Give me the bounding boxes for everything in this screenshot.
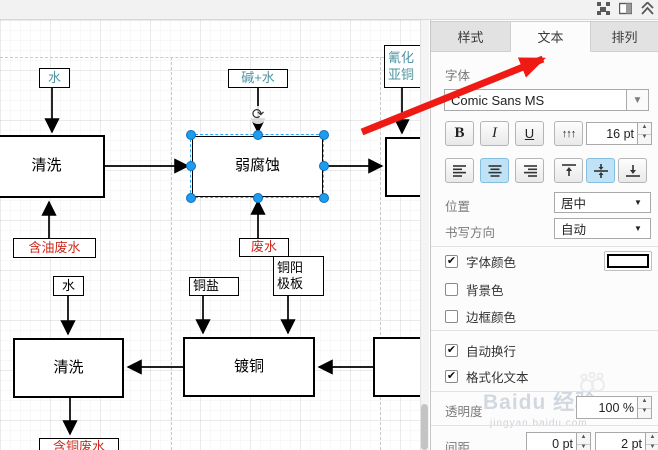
font-section-label: 字体	[445, 69, 471, 83]
format-tabs: 样式 文本 排列	[431, 21, 658, 52]
node-weak-etch-selected[interactable]: 弱腐蚀	[192, 136, 323, 197]
node-wash-top[interactable]: 清洗	[0, 135, 105, 198]
bold-button[interactable]: B	[445, 121, 474, 146]
border-color-checkbox[interactable]	[445, 309, 458, 323]
spinner-icon[interactable]: ▲▼	[577, 432, 591, 450]
font-color-row: ✔ 字体颜色	[445, 254, 517, 270]
spinner-icon[interactable]: ▲▼	[646, 432, 658, 450]
tab-text[interactable]: 文本	[511, 21, 591, 52]
node-wastewater[interactable]: 废水	[239, 238, 289, 257]
opacity-value[interactable]: 100 %	[576, 396, 638, 419]
background-color-checkbox[interactable]	[445, 282, 458, 296]
position-select[interactable]: 居中 ▼	[554, 192, 651, 213]
spinner-icon[interactable]: ▲▼	[638, 122, 652, 145]
page-boundary-horizontal	[0, 57, 429, 58]
selection-handle[interactable]	[186, 130, 196, 140]
node-water-top[interactable]: 水	[39, 68, 70, 88]
node-oily-wastewater[interactable]: 含油废水	[13, 238, 96, 258]
selection-handle[interactable]	[319, 193, 329, 203]
chevron-down-icon[interactable]: ▼	[626, 90, 648, 110]
selection-handle[interactable]	[253, 193, 263, 203]
format-panel: 样式 文本 排列 Baidu 经验 jingyan.baidu.com 字体 C…	[430, 20, 658, 450]
node-copper-wastewater[interactable]: 含铜废水	[39, 438, 119, 450]
collapse-icon[interactable]	[641, 2, 654, 15]
tab-arrange[interactable]: 排列	[591, 21, 658, 52]
chevron-down-icon: ▼	[634, 198, 642, 207]
background-color-row: 背景色	[445, 281, 504, 298]
align-right-button[interactable]	[515, 158, 544, 183]
valign-bottom-button[interactable]	[618, 158, 647, 183]
font-size-value[interactable]: 16 pt	[586, 122, 638, 145]
font-size-stepper[interactable]: 16 pt ▲▼	[586, 122, 652, 145]
tab-style[interactable]: 样式	[431, 21, 511, 52]
selection-handle[interactable]	[253, 130, 263, 140]
word-wrap-row: ✔ 自动换行	[445, 343, 517, 359]
opacity-stepper[interactable]: 100 % ▲▼	[576, 396, 652, 419]
font-family-select[interactable]: Comic Sans MS ▼	[444, 89, 649, 111]
word-wrap-checkbox[interactable]: ✔	[445, 343, 458, 357]
chevron-down-icon: ▼	[634, 224, 642, 233]
canvas-scrollbar[interactable]	[420, 20, 429, 450]
selection-outline	[190, 134, 324, 198]
toolbar-strip	[0, 0, 658, 20]
node-bottom-right[interactable]	[373, 337, 429, 397]
scrollbar-thumb[interactable]	[421, 404, 428, 450]
node-copper-plating[interactable]: 镀铜	[183, 337, 315, 397]
formatted-text-checkbox[interactable]: ✔	[445, 369, 458, 383]
valign-middle-button[interactable]	[586, 158, 615, 183]
align-left-button[interactable]	[445, 158, 474, 183]
rotate-handle-icon[interactable]: ⟳	[249, 106, 267, 124]
spacing-label: 间距	[445, 441, 471, 450]
selection-handle[interactable]	[186, 193, 196, 203]
position-label: 位置	[445, 200, 471, 214]
page-boundary-vertical	[171, 57, 172, 450]
selection-handle[interactable]	[319, 130, 329, 140]
writing-direction-label: 书写方向	[445, 226, 496, 240]
node-alkali-water[interactable]: 碱+水	[228, 69, 288, 88]
font-family-value: Comic Sans MS	[451, 92, 545, 108]
node-wash-bottom[interactable]: 清洗	[13, 338, 124, 398]
italic-button[interactable]: I	[480, 121, 509, 146]
diagram-canvas[interactable]: 水 碱+水 氰化亚铜 清洗 弱腐蚀 含油废水 废水 铜阳极板 铜盐 水 清洗 镀…	[0, 20, 429, 450]
page-boundary-vertical	[380, 57, 381, 450]
divider	[431, 391, 658, 392]
window-panel-icon[interactable]	[619, 2, 632, 15]
divider	[431, 330, 658, 331]
font-color-checkbox[interactable]: ✔	[445, 254, 458, 268]
opacity-label: 透明度	[445, 405, 483, 419]
spacing-global-value[interactable]: 2 pt	[595, 432, 646, 450]
node-copper-anode[interactable]: 铜阳极板	[273, 256, 324, 296]
snap-layout-icon[interactable]	[597, 2, 610, 15]
divider	[431, 246, 658, 247]
spacing-top-stepper[interactable]: 0 pt ▲▼	[526, 432, 591, 450]
node-copper-salt[interactable]: 铜盐	[189, 277, 239, 296]
formatted-text-row: ✔ 格式化文本	[445, 369, 529, 385]
border-color-row: 边框颜色	[445, 308, 516, 325]
align-center-button[interactable]	[480, 158, 509, 183]
font-color-swatch[interactable]	[604, 251, 652, 271]
underline-button[interactable]: U	[515, 121, 544, 146]
divider	[431, 425, 658, 426]
selection-handle[interactable]	[319, 161, 329, 171]
valign-top-button[interactable]	[554, 158, 583, 183]
spacing-global-stepper[interactable]: 2 pt ▲▼	[595, 432, 658, 450]
node-water-mid[interactable]: 水	[53, 276, 84, 296]
vertical-text-button[interactable]: ↑↑↑	[554, 121, 583, 146]
spacing-top-value[interactable]: 0 pt	[526, 432, 577, 450]
spinner-icon[interactable]: ▲▼	[638, 396, 652, 419]
writing-direction-select[interactable]: 自动 ▼	[554, 218, 651, 239]
selection-handle[interactable]	[186, 161, 196, 171]
